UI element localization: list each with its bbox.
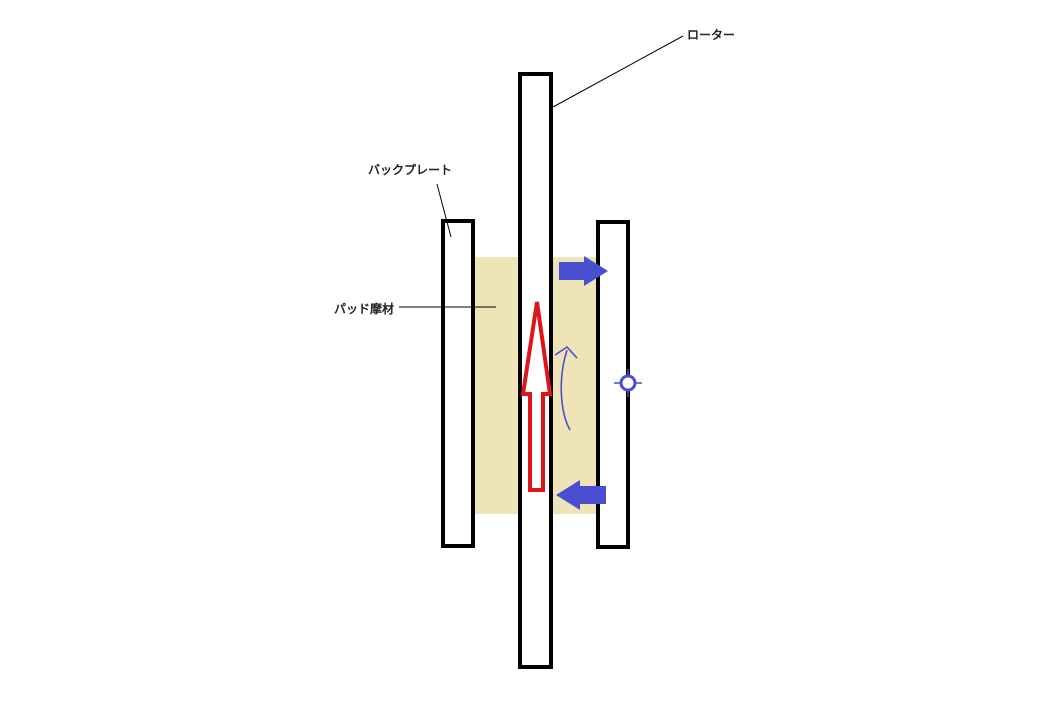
- back-plate-leader-line: [436, 183, 452, 238]
- back-plate-label: バックプレート: [368, 162, 452, 177]
- blue-curved-arrow-icon: [560, 349, 571, 431]
- rotor-label: ローター: [687, 28, 735, 42]
- crosshair-circle-icon: [614, 369, 642, 397]
- red-hollow-arrow-icon: [520, 301, 553, 492]
- left-pad-material: [475, 257, 520, 514]
- rotor-leader-line: [552, 35, 684, 108]
- right-pad-material: [552, 257, 599, 514]
- pad-material-label: パッド摩材: [334, 301, 394, 316]
- blue-arrow-icon-bottom: [556, 480, 606, 510]
- blue-arrow-icon-top: [559, 256, 608, 286]
- left-back-plate: [441, 219, 475, 548]
- blue-curved-arrow-head: [554, 345, 578, 359]
